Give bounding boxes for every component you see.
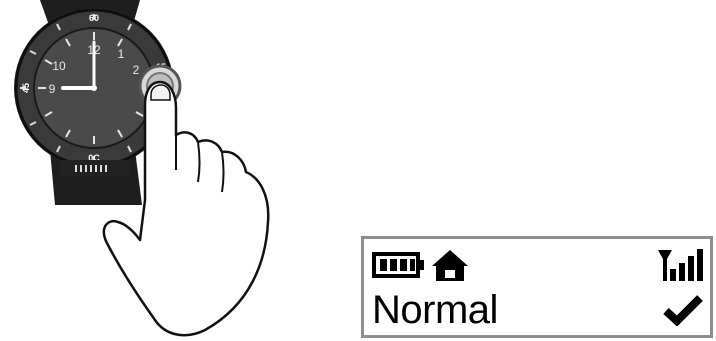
watch-illustration: 60 15 45 0C 12 1 2 9 10 bbox=[0, 0, 290, 341]
bezel-number-45: 45 bbox=[21, 83, 31, 93]
lcd-mode-row: Normal bbox=[364, 287, 710, 333]
home-icon bbox=[430, 248, 470, 282]
mode-label: Normal bbox=[372, 290, 498, 330]
signal-strength-icon bbox=[658, 247, 704, 283]
checkmark-icon bbox=[662, 294, 704, 326]
dial-number-2: 2 bbox=[133, 63, 140, 77]
dial-number-10: 10 bbox=[52, 59, 66, 73]
bezel-number-60: 60 bbox=[89, 13, 99, 23]
dial-number-9: 9 bbox=[49, 82, 56, 96]
lcd-left-icons bbox=[372, 248, 470, 282]
lcd-display: Normal bbox=[361, 236, 713, 338]
battery-full-icon bbox=[372, 251, 428, 279]
dial-number-1: 1 bbox=[118, 47, 125, 61]
lcd-status-row bbox=[364, 245, 710, 285]
